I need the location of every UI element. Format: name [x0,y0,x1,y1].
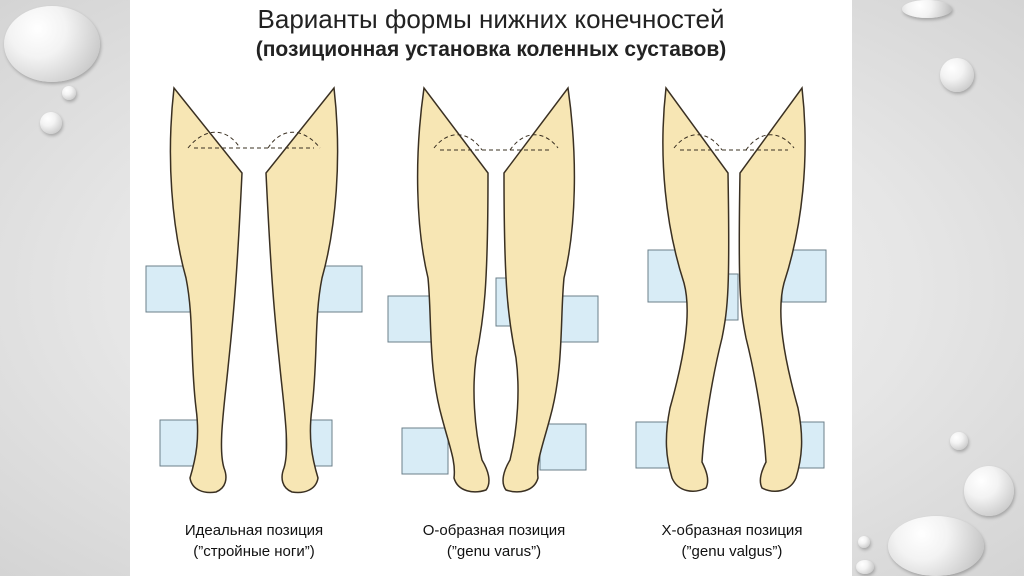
varus-legs-illustration [387,86,599,493]
right-leg [502,86,576,493]
lower-plate-left [401,427,449,475]
figure-genu-varus [384,78,604,508]
water-drop-decoration [888,516,984,576]
slide-subtitle: (позиционная установка коленных суставов… [255,38,727,61]
water-drop-decoration [4,6,100,82]
water-drop-decoration [950,432,968,450]
left-leg [662,86,730,492]
caption-valgus-line1: X-образная позиция [661,522,803,539]
hip-joint-sketch [673,134,795,151]
upper-plate-left [387,295,435,343]
water-drop-decoration [964,466,1014,516]
right-leg [738,86,806,492]
ideal-legs-illustration [145,86,363,494]
caption-ideal-line2: (”стройные ноги”) [193,543,315,560]
caption-valgus: X-образная позиция (”genu valgus”) [612,520,852,562]
left-leg [169,86,243,494]
caption-ideal: Идеальная позиция (”стройные ноги”) [134,520,374,562]
figure-genu-valgus [622,78,842,508]
caption-varus-line1: О-образная позиция [422,522,566,539]
valgus-legs-illustration [635,86,827,492]
caption-varus: О-образная позиция (”genu varus”) [374,520,614,562]
lower-plate-right [539,423,587,471]
water-drop-decoration [40,112,62,134]
left-leg [416,86,490,493]
hip-joint-sketch [187,131,321,149]
caption-varus-line2: (”genu varus”) [446,543,542,560]
hip-joint-sketch [433,134,559,151]
caption-valgus-line2: (”genu valgus”) [681,543,783,560]
caption-ideal-line1: Идеальная позиция [184,522,324,539]
slide-title: Варианты формы нижних конечностей [257,4,725,34]
figure-ideal-legs [144,78,364,508]
water-drop-decoration [858,536,870,548]
water-drop-decoration [62,86,76,100]
water-drop-decoration [856,560,874,574]
slide-panel: Варианты формы нижних конечностей (позиц… [130,0,852,576]
water-drop-decoration [940,58,974,92]
water-drop-decoration [902,0,952,18]
right-leg [265,86,339,494]
